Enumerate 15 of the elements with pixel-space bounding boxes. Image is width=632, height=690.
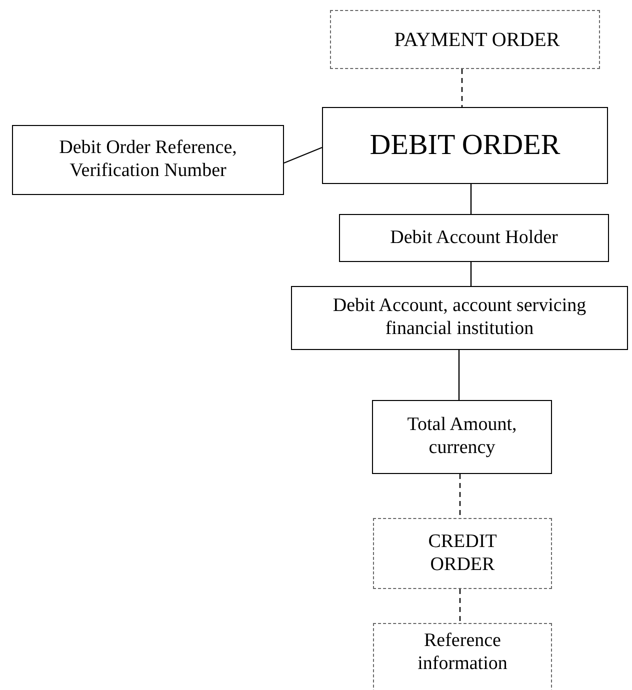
connector-line	[461, 69, 463, 107]
process-box: Debit Order Reference, Verification Number	[12, 125, 284, 195]
process-box: Debit Account, account servicing financial institution	[291, 286, 628, 350]
connector-line	[470, 184, 472, 214]
process-box: Total Amount, currency	[372, 400, 552, 474]
process-box: Debit Account Holder	[339, 214, 609, 262]
connector-line	[284, 146, 322, 164]
connector-line	[470, 262, 472, 286]
connector-line	[458, 350, 460, 400]
connector-line	[459, 474, 461, 518]
process-box: DEBIT ORDER	[322, 107, 608, 184]
dashed-box: CREDIT ORDER	[373, 518, 552, 589]
dashed-box: Reference information	[373, 623, 552, 690]
connector-line	[459, 589, 461, 623]
dashed-box: PAYMENT ORDER	[330, 10, 600, 69]
